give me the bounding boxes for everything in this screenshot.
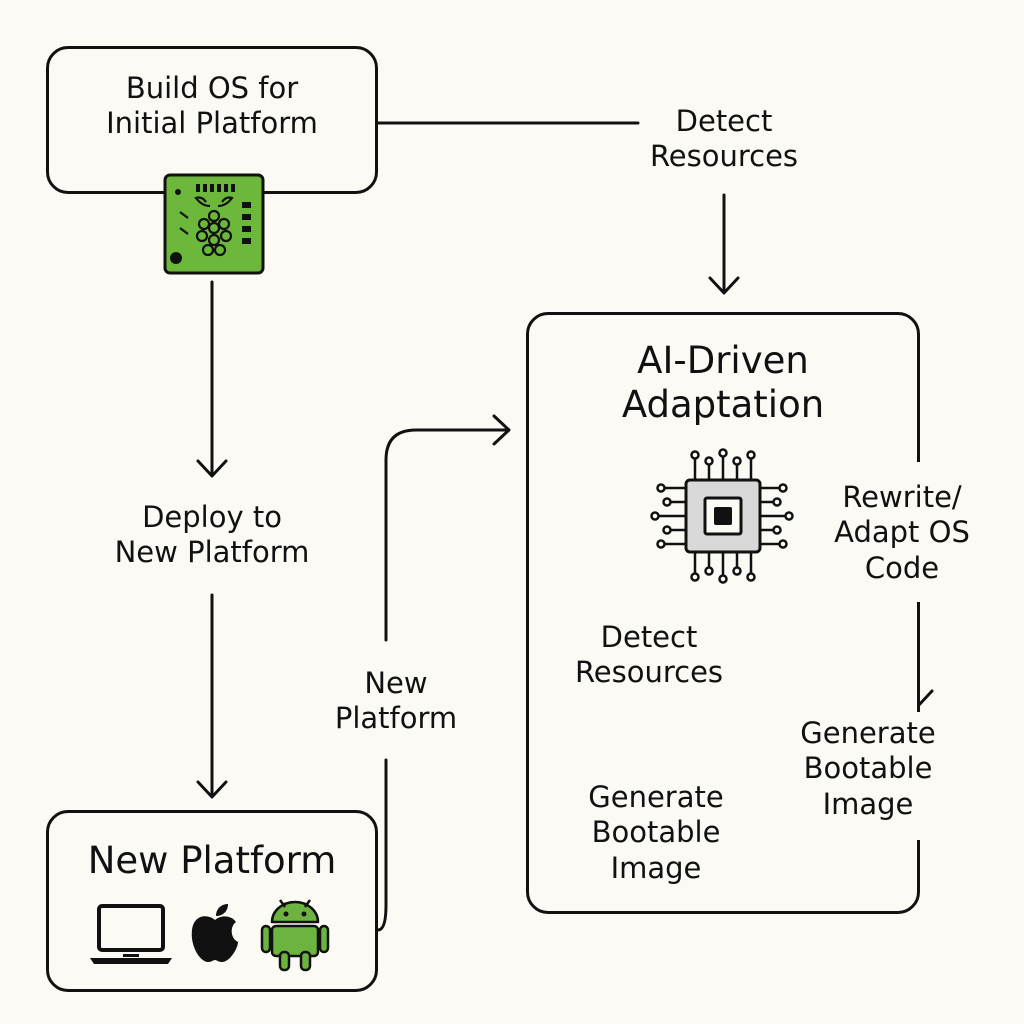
border-gap-generate bbox=[910, 712, 930, 840]
detect-resources-edge-label: Detect Resources bbox=[649, 104, 799, 174]
new-platform-title: New Platform bbox=[87, 839, 337, 882]
detect-resources-label: Detect Resources bbox=[574, 620, 724, 690]
new-platform-edge-label: New Platform bbox=[316, 666, 476, 737]
rewrite-edge-label: Rewrite/ Adapt OS Code bbox=[834, 480, 970, 585]
arrowhead-to-deploy bbox=[196, 459, 228, 478]
deploy-edge-label: Deploy to New Platform bbox=[114, 500, 310, 570]
build-os-label: Build OS for Initial Platform bbox=[106, 71, 318, 141]
apple-icon bbox=[191, 904, 238, 962]
generate-image-right-label: Generate Bootable Image bbox=[800, 716, 936, 821]
arrowhead-to-new-platform bbox=[196, 780, 228, 799]
connector-loop-upper bbox=[384, 428, 510, 642]
border-gap-rewrite bbox=[910, 462, 930, 602]
android-icon bbox=[260, 899, 330, 972]
arrowhead-into-ai-top bbox=[708, 276, 740, 295]
ai-chip-icon bbox=[650, 448, 794, 584]
connector-new-platform-to-ai bbox=[376, 758, 388, 932]
arrowhead-into-ai-left bbox=[492, 414, 511, 446]
raspberry-pi-board-icon bbox=[163, 173, 265, 275]
generate-image-left-label: Generate Bootable Image bbox=[588, 780, 724, 885]
ai-adaptation-title: AI-Driven Adaptation bbox=[621, 339, 825, 427]
laptop-icon bbox=[90, 904, 172, 964]
build-os-node[interactable]: Build OS for Initial Platform bbox=[46, 46, 378, 194]
ai-adaptation-node[interactable]: AI-Driven Adaptation bbox=[526, 312, 920, 914]
